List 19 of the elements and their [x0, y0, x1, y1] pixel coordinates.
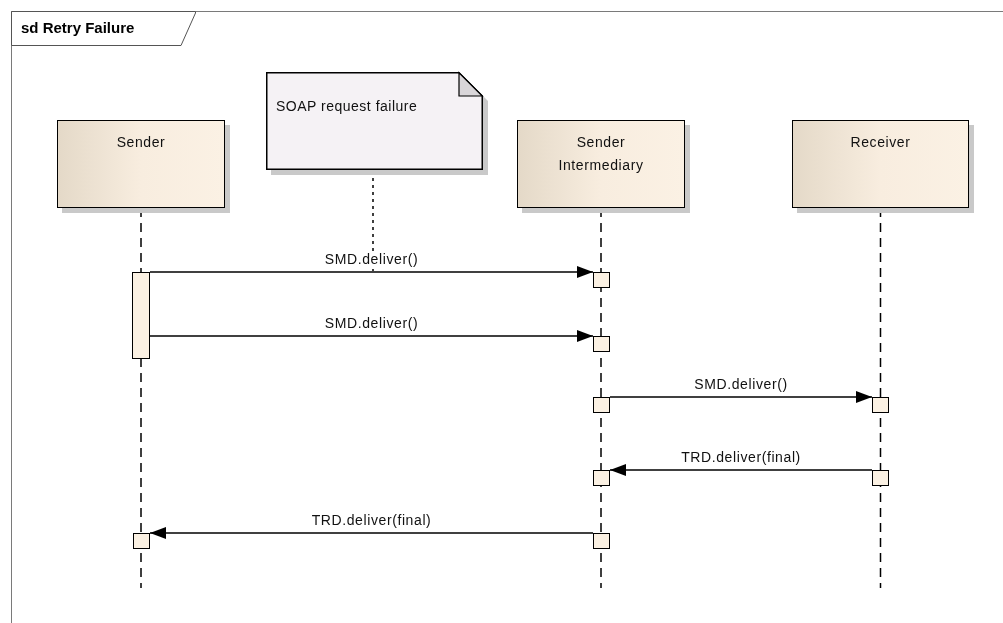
activation-bar: [132, 272, 150, 359]
message-arrow: [149, 527, 594, 539]
activation-bar: [593, 336, 610, 352]
activation-bar: [872, 397, 889, 413]
participant-name: Receiver: [849, 133, 912, 152]
participant-name: Sender: [115, 133, 167, 152]
activation-bar: [133, 533, 150, 549]
activation-bar: [593, 272, 610, 288]
message-arrow: [149, 266, 594, 278]
note-text: SOAP request failure: [276, 98, 418, 114]
activation-bar: [872, 470, 889, 486]
message-arrow: [149, 330, 594, 342]
activation-bar: [593, 533, 610, 549]
frame-title: sd Retry Failure: [21, 19, 135, 36]
activation-bar: [593, 397, 610, 413]
activation-bar: [593, 470, 610, 486]
message-arrow: [609, 391, 873, 403]
message-arrow: [609, 464, 873, 476]
participant-name: Sender Intermediary: [557, 133, 645, 175]
